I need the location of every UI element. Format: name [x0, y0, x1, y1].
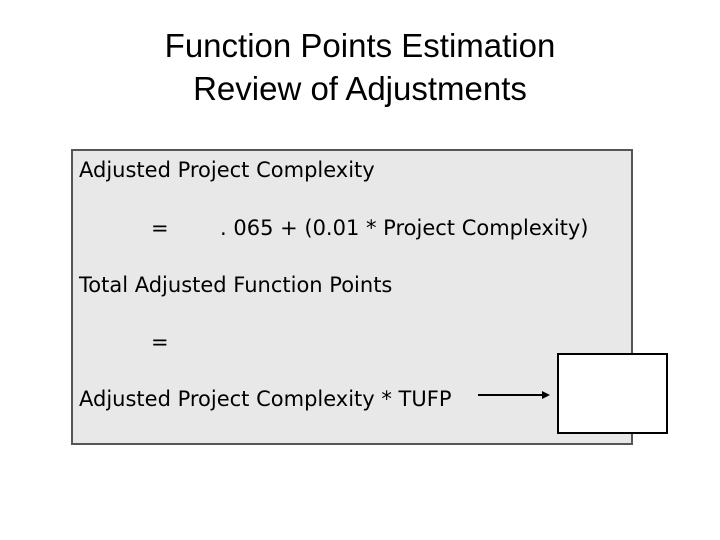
- title-line-1: Function Points Estimation: [164, 27, 556, 64]
- adjusted-project-complexity-heading: Adjusted Project Complexity: [79, 158, 375, 182]
- apc-formula: . 065 + (0.01 * Project Complexity): [220, 216, 589, 240]
- total-adjusted-function-points-heading: Total Adjusted Function Points: [79, 273, 393, 297]
- slide-title: Function Points Estimation Review of Adj…: [0, 24, 720, 110]
- formula-panel: Adjusted Project Complexity = . 065 + (0…: [71, 149, 633, 445]
- result-box: [557, 353, 668, 434]
- arrow-right-icon: [478, 391, 550, 399]
- equals-sign-2: =: [151, 330, 169, 354]
- equals-sign-1: =: [151, 216, 169, 240]
- title-line-2: Review of Adjustments: [193, 70, 527, 107]
- tafp-formula: Adjusted Project Complexity * TUFP: [79, 387, 452, 411]
